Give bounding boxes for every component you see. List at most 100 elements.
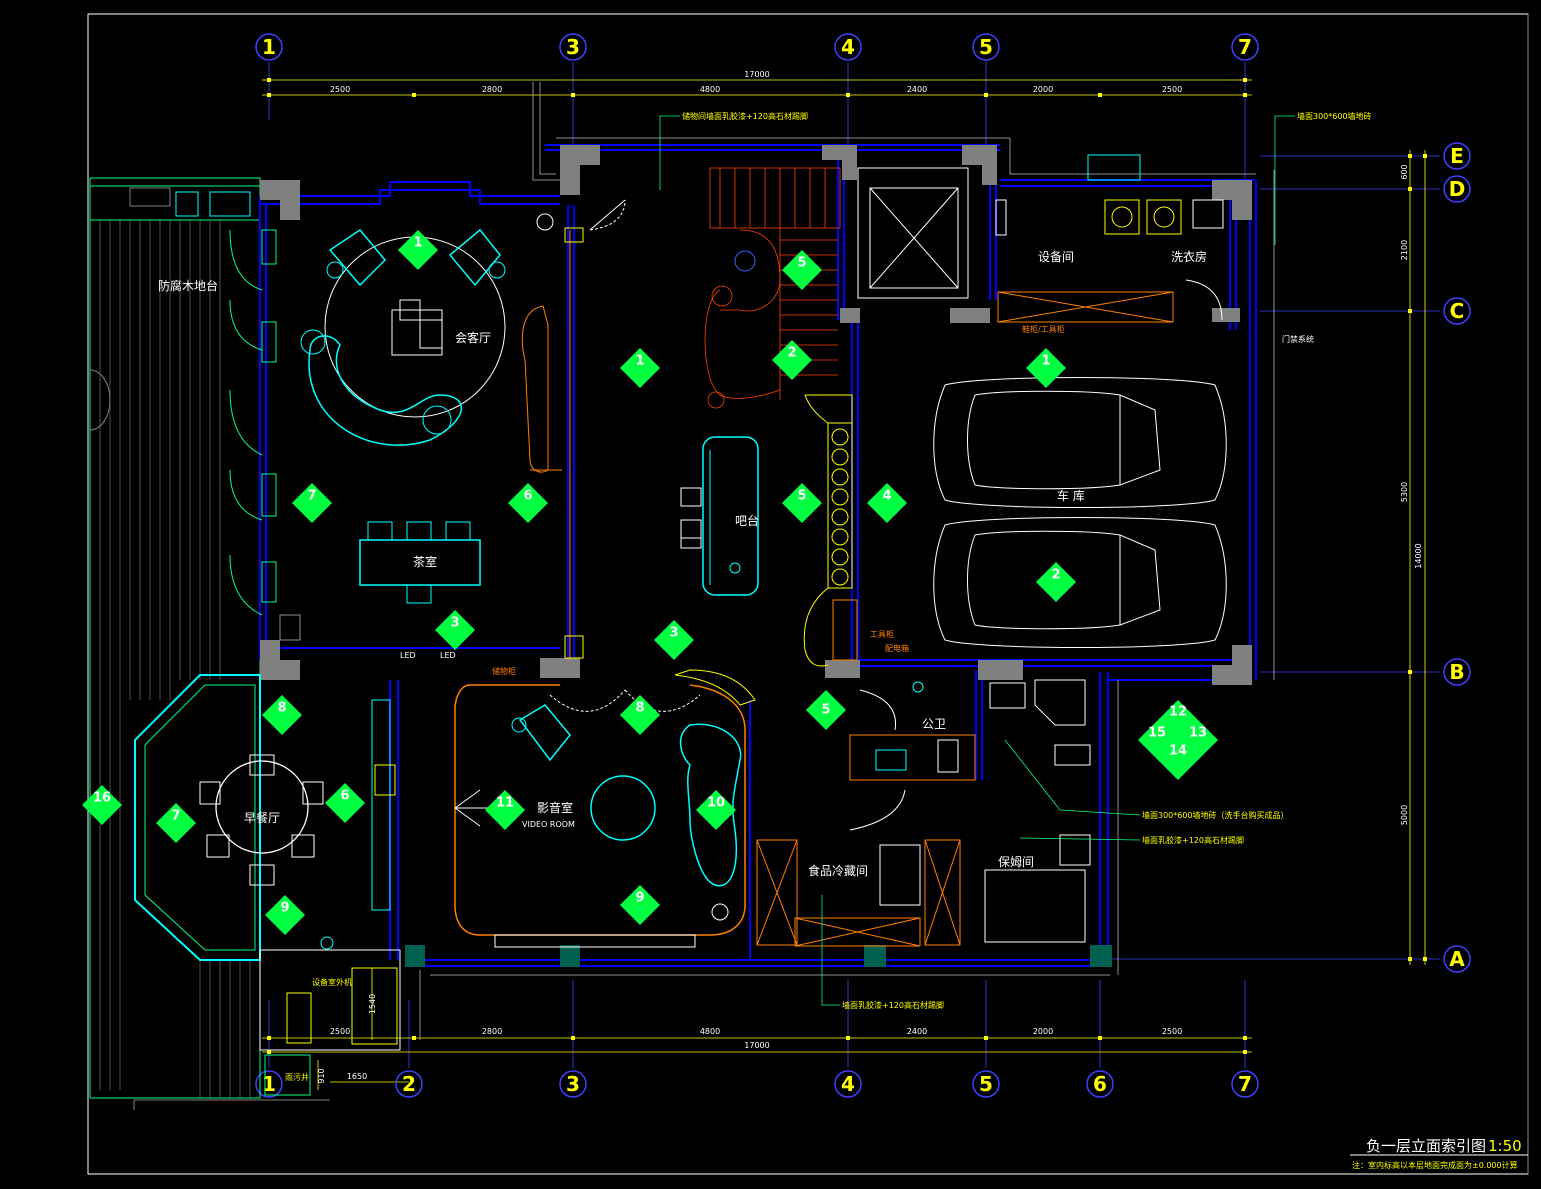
dim-910: 910 (317, 1068, 326, 1083)
drawing-title: 负一层立面索引图 (1366, 1137, 1486, 1155)
tag-hall-6: 6 (523, 489, 532, 504)
tag-toilet-13: 13 (1189, 726, 1207, 741)
dim-right-1: 600 (1400, 164, 1409, 179)
room-label-cold-storage: 食品冷藏间 (808, 863, 868, 878)
tag-theater-11: 11 (496, 796, 514, 811)
breakfast-room (134, 674, 401, 1096)
note-storage-wall: 储物间墙面乳胶漆+120高石材踢脚 (682, 111, 808, 121)
dim-top-3: 4800 (700, 85, 720, 94)
note-access-control: 门禁系统 (1282, 334, 1314, 344)
room-label-tea: 茶室 (413, 554, 437, 569)
hall-stairs (521, 167, 858, 667)
dim-right-total: 14000 (1414, 543, 1423, 568)
axis-bubbles-bottom (255, 1070, 1259, 1098)
tag-breakfast-6: 6 (340, 789, 349, 804)
service-rooms (756, 679, 1091, 947)
tag-toilet-14: 14 (1169, 744, 1187, 759)
dim-top-2: 2800 (482, 85, 502, 94)
note-storage-cabinet: 储物柜 (492, 666, 516, 676)
axis-right-E: E (1450, 144, 1464, 168)
note-shoe-cabinet: 鞋柜/工具柜 (1022, 324, 1065, 334)
axis-bottom-6: 6 (1093, 1072, 1107, 1096)
room-label-theater-en: VIDEO ROOM (522, 820, 575, 829)
axis-right-A: A (1449, 947, 1465, 971)
axis-right-B: B (1449, 660, 1464, 684)
note-led-1: LED (400, 651, 416, 660)
columns (260, 145, 1252, 685)
axis-bottom-5: 5 (979, 1072, 993, 1096)
equipment-laundry (857, 154, 1224, 323)
tag-hall-3: 3 (669, 626, 678, 641)
tag-hall-1: 1 (635, 354, 644, 369)
room-label-lounge: 会客厅 (455, 330, 491, 345)
axis-lines (268, 62, 1440, 1068)
note-tile-wall: 墙面300*600墙地砖 (1297, 111, 1372, 121)
dim-bottom-1: 2500 (330, 1027, 350, 1036)
room-label-breakfast: 早餐厅 (244, 810, 280, 825)
axis-bubbles-top (255, 33, 1259, 61)
tag-garage-1: 1 (1041, 354, 1050, 369)
garage-cars (933, 377, 1227, 648)
tag-toilet-12: 12 (1169, 705, 1187, 720)
dim-top-total: 17000 (744, 70, 769, 79)
elevation-tag-labels: 1 1 2 1 2 3 3 4 5 5 6 7 6 7 8 8 9 9 10 1… (93, 236, 1207, 916)
room-label-equipment: 设备间 (1038, 250, 1074, 264)
lounge-furniture (229, 228, 506, 641)
room-label-laundry: 洗衣房 (1171, 249, 1207, 264)
room-label-bar: 吧台 (735, 513, 759, 528)
tag-theater-9: 9 (635, 891, 644, 906)
tag-deck-16: 16 (93, 791, 111, 806)
note-cold-wall: 墙面乳胶漆+120高石材踢脚 (842, 1000, 944, 1010)
tag-breakfast-9: 9 (280, 901, 289, 916)
axis-bottom-4: 4 (841, 1072, 855, 1096)
tag-garage-4: 4 (882, 489, 891, 504)
axis-bottom-3: 3 (566, 1072, 580, 1096)
dim-bottom-total: 17000 (744, 1041, 769, 1050)
axis-right-D: D (1449, 177, 1466, 201)
dim-1650: 1650 (347, 1072, 367, 1081)
note-toilet-wall: 墙面300*600墙地砖（洗手台购买成品） (1142, 810, 1289, 820)
dim-right-3: 5300 (1400, 482, 1409, 502)
tag-theater-8: 8 (635, 701, 644, 716)
axis-top-1: 1 (262, 35, 276, 59)
dim-top-4: 2400 (907, 85, 927, 94)
axis-top-5: 5 (979, 35, 993, 59)
tag-bar-5: 5 (797, 489, 806, 504)
label-rain-well: 雨污井 (285, 1072, 309, 1082)
axis-top-7: 7 (1238, 35, 1252, 59)
room-label-theater: 影音室 (537, 800, 573, 815)
drawing-frame (87, 13, 1529, 1175)
drawing-scale: 1:50 (1488, 1137, 1522, 1155)
axis-right-C: C (1450, 299, 1465, 323)
drawing-footnote: 注：室内标高以本层地面完成面为±0.000计算 (1352, 1160, 1518, 1170)
dim-right-2: 2100 (1400, 240, 1409, 260)
dim-bottom-4: 2400 (907, 1027, 927, 1036)
dim-top-5: 2000 (1033, 85, 1053, 94)
axis-bottom-1: 1 (262, 1072, 276, 1096)
dim-top-6: 2500 (1162, 85, 1182, 94)
dim-1540: 1540 (368, 994, 377, 1014)
wood-deck (89, 177, 330, 1110)
leader-lines (659, 115, 1295, 1006)
columns-dark (405, 945, 1112, 967)
axis-top-3: 3 (566, 35, 580, 59)
axis-top-4: 4 (841, 35, 855, 59)
tag-breakfast-8: 8 (277, 701, 286, 716)
note-led-2: LED (440, 651, 456, 660)
tag-stair-5: 5 (797, 256, 806, 271)
tag-toilet-15: 15 (1148, 726, 1166, 741)
dimension-ticks (267, 78, 1427, 1054)
dimension-lines (262, 79, 1426, 1090)
dim-bottom-6: 2500 (1162, 1027, 1182, 1036)
tag-lounge-1: 1 (413, 236, 422, 251)
note-distribution-box: 配电箱 (885, 643, 909, 653)
tag-theater-10: 10 (707, 796, 725, 811)
tag-stair-2: 2 (787, 346, 796, 361)
note-nanny-wall: 墙面乳胶漆+120高石材踢脚 (1142, 835, 1244, 845)
tag-breakfast-7: 7 (171, 809, 180, 824)
dim-top-1: 2500 (330, 85, 350, 94)
tag-corridor-5: 5 (821, 703, 830, 718)
dim-bottom-3: 4800 (700, 1027, 720, 1036)
room-label-nanny: 保姆间 (998, 855, 1034, 869)
